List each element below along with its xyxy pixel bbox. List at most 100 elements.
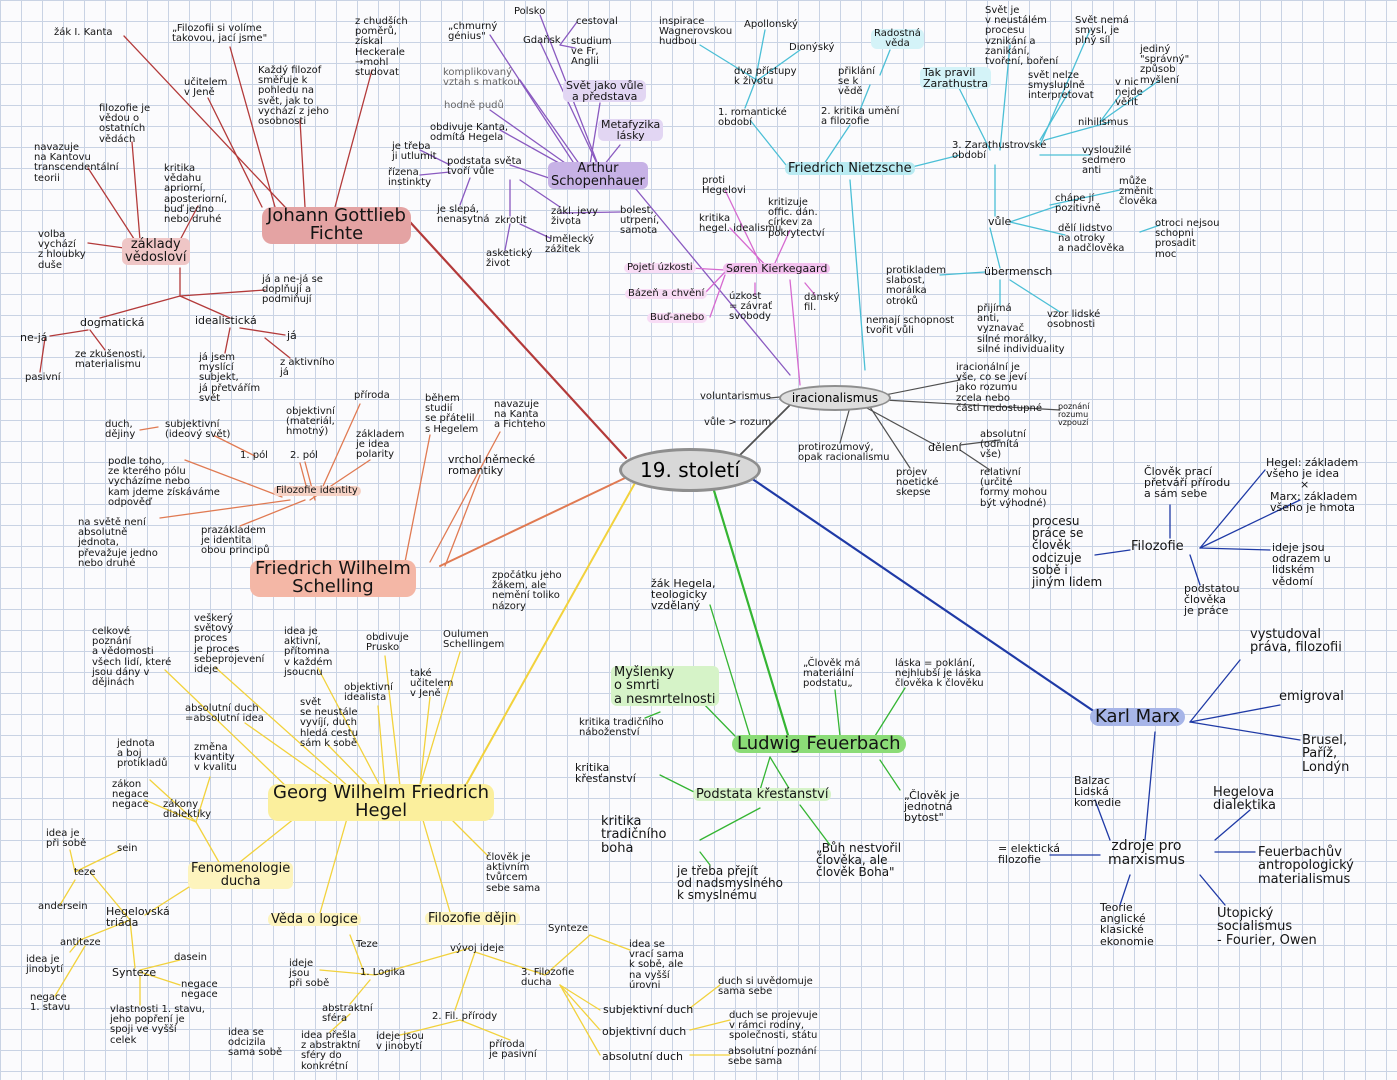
- hegel-celkove: celkové poznání a vědomosti všech lidí, …: [92, 626, 172, 688]
- connector-line: [539, 41, 601, 171]
- fichte-neja: ne-já: [20, 331, 48, 344]
- hegel-priroda-pasivni: příroda je pasivní: [489, 1039, 537, 1061]
- connector-line: [769, 756, 791, 791]
- marx-teorie: Teorie anglické klasické ekonomie: [1100, 901, 1154, 948]
- connector-line: [159, 499, 291, 519]
- feuerbach-myslenky[interactable]: Myšlenky o smrti a nesmrtelnosti: [611, 666, 719, 706]
- iracionalismus-node[interactable]: iracionalismus: [779, 385, 891, 411]
- nietz-zarathustrovske: 3. Zarathustrovské období: [952, 140, 1047, 162]
- central-topic-19-stoleti[interactable]: 19. století: [619, 448, 761, 492]
- connector-line: [149, 779, 197, 823]
- schop-metafyzika[interactable]: Metafyzika lásky: [598, 119, 664, 141]
- schop-svet-jako-vule[interactable]: Svět jako vůle a představa: [563, 80, 647, 102]
- connector-line: [1199, 874, 1226, 906]
- schelling-navazuje: navazuje na Kanta a Fichteho: [494, 399, 546, 431]
- marx-title[interactable]: Karl Marx: [1090, 707, 1185, 727]
- schop-bolest: bolest, utrpení, samota: [620, 205, 660, 237]
- connector-line: [519, 223, 551, 239]
- connector-line: [131, 141, 141, 241]
- hegel-abstraktni: abstraktní sféra: [322, 1003, 373, 1025]
- marx-emigroval: emigroval: [1279, 689, 1344, 704]
- feuerbach-podstata[interactable]: Podstata křesťanství: [693, 788, 832, 801]
- hegel-filozofie-dejin[interactable]: Filozofie dějin: [425, 912, 520, 925]
- fichte-chudsich: z chudších poměrů, získal Heckerale →moh…: [355, 16, 408, 78]
- connector-line: [959, 439, 1001, 446]
- connector-line: [759, 756, 771, 791]
- hegel-objektivni-duch: objektivní duch: [602, 1025, 687, 1038]
- fichte-vedou: filozofie je vědou o ostatních vědách: [99, 103, 151, 145]
- hegel-veda-o-logice[interactable]: Věda o logice: [268, 913, 361, 926]
- connector-line: [179, 205, 199, 241]
- connector-line: [739, 404, 791, 456]
- connector-line: [859, 84, 871, 111]
- marx-filozofie[interactable]: Filozofie: [1131, 539, 1184, 554]
- connector-line: [589, 102, 601, 166]
- connector-line: [59, 879, 76, 906]
- connector-line: [399, 1019, 461, 1036]
- hegel-filozofie-ducha: 3. Filozofie ducha: [521, 967, 575, 989]
- hegel-title[interactable]: Georg Wilhelm Friedrich Hegel: [268, 783, 495, 821]
- hegel-fenomenologie[interactable]: Fenomenologie ducha: [188, 862, 294, 889]
- marx-ideje-jsou: ideje jsou odrazem u lidském vědomí: [1272, 541, 1331, 588]
- connector-line: [454, 951, 476, 1011]
- connector-line: [629, 181, 791, 376]
- marx-marx-zakladem: Marx: základem všeho je hmota: [1270, 490, 1358, 515]
- connector-line: [559, 984, 601, 1056]
- schelling-vrchol: vrchol německé romantiky: [448, 453, 536, 478]
- hegel-zmena: změna kvantity v kvalitu: [194, 742, 237, 774]
- nietz-svet-nelze: svět nelze smysluplně interpretovat: [1028, 70, 1094, 102]
- schop-hodne-pudu: hodně pudů: [444, 100, 504, 111]
- connector-line: [239, 813, 301, 863]
- kierk-bud-anebo[interactable]: Buď-anebo: [647, 312, 708, 324]
- feuerbach-title[interactable]: Ludwig Feuerbach: [732, 734, 906, 754]
- connector-line: [559, 984, 601, 1011]
- connector-line: [1199, 547, 1271, 551]
- kierk-dansky: dánský fil.: [804, 292, 840, 314]
- feuerbach-clovek-materialni: „Člověk má materiální podstatu„: [803, 658, 861, 690]
- schop-podstata: podstata světa tvoří vůle: [447, 156, 522, 178]
- fichte-zaklady-vedoslovi[interactable]: základy vědosloví: [122, 238, 190, 265]
- marx-podstatou: podstatou člověka je práce: [1184, 582, 1240, 618]
- kierkegaard-title[interactable]: Søren Kierkegaard: [723, 263, 831, 274]
- kierk-pojeti[interactable]: Pojetí úzkosti: [624, 262, 696, 274]
- marx-zdroje[interactable]: zdroje pro marxismus: [1108, 838, 1185, 869]
- fichte-ja: já: [287, 329, 297, 342]
- irac-relativni: relativní (určité formy mohou být výhodn…: [980, 467, 1048, 509]
- kierk-bazen[interactable]: Bázeň a chvění: [625, 288, 708, 300]
- connector-line: [746, 474, 1097, 714]
- kierk-uzkost: úzkost = závrať svobody: [729, 291, 773, 323]
- connector-line: [129, 919, 136, 969]
- connector-line: [559, 211, 621, 214]
- connector-line: [709, 274, 726, 318]
- connector-line: [123, 35, 286, 208]
- connector-line: [139, 426, 159, 431]
- hegel-idea-presla: idea přešla z abstraktní sféry do konkré…: [301, 1030, 361, 1072]
- hegel-duch-se: duch se projevuje v rámci rodiny, společ…: [729, 1010, 818, 1042]
- schop-chmurny: „chmurný génius": [448, 21, 498, 43]
- hegel-teze: teze: [74, 867, 96, 878]
- connector-line: [99, 295, 181, 319]
- schelling-title[interactable]: Friedrich Wilhelm Schelling: [250, 559, 416, 597]
- schelling-pol2: 2. pól: [290, 450, 318, 461]
- fichte-title[interactable]: Johann Gottlieb Fichte: [262, 206, 411, 244]
- irac-deleni: dělení: [928, 441, 962, 454]
- nietzsche-title[interactable]: Friedrich Nietzsche: [785, 162, 915, 175]
- schelling-identity[interactable]: Filozofie identity: [273, 485, 361, 497]
- schopenhauer-title[interactable]: Arthur Schopenhauer: [548, 162, 648, 189]
- nietz-prijima: přijímá anti, vyznavač silné morálky, si…: [977, 303, 1065, 355]
- connector-line: [509, 164, 556, 181]
- connector-line: [461, 482, 636, 793]
- irac-vule-rozum: vůle > rozum: [704, 417, 772, 428]
- nietz-tak-pravil[interactable]: Tak pravil Zarathustra: [920, 67, 992, 89]
- connector-line: [954, 79, 991, 151]
- hegel-subjektivni-duch: subjektivní duch: [603, 1003, 694, 1016]
- nietz-deli: dělí lidstvo na otroky a nadčlověka: [1058, 223, 1125, 255]
- connector-line: [489, 34, 576, 166]
- nietz-radostna[interactable]: Radostná věda: [871, 28, 924, 50]
- connector-line: [884, 379, 961, 396]
- connector-line: [374, 947, 471, 976]
- hegel-teze2: Teze: [356, 939, 378, 950]
- connector-line: [89, 871, 131, 921]
- connector-line: [834, 689, 841, 737]
- marx-brusel: Brusel, Paříž, Londýn: [1302, 733, 1350, 775]
